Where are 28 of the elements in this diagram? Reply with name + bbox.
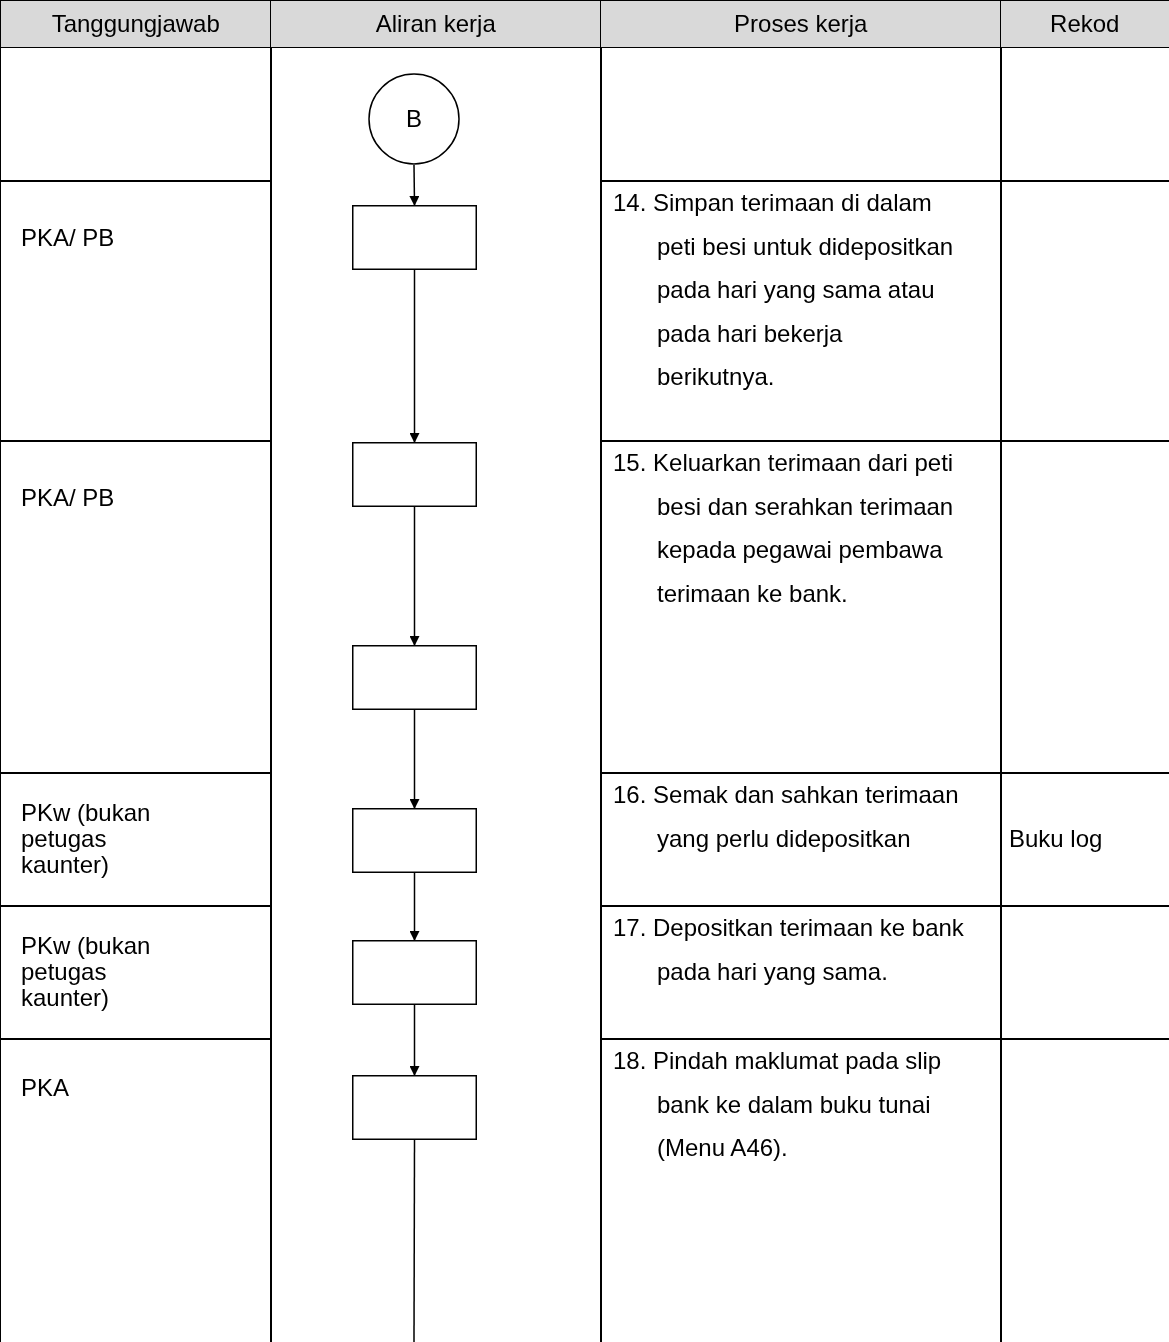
connector-circle: B xyxy=(368,73,460,165)
process-step-text: 18. Pindah maklumat pada slip bank ke dalam buku tunai (Menu A46). xyxy=(600,1038,1002,1342)
process-step-text: 14. Simpan terimaan di dalam peti besi untuk didepositkan pada hari yang sama atau pada hari bekerja berikutnya. xyxy=(600,180,1002,442)
arrow xyxy=(409,269,420,443)
arrow xyxy=(409,872,420,941)
process-box xyxy=(352,808,477,873)
column-header: Aliran kerja xyxy=(270,0,602,48)
responsibility-text: PKA xyxy=(0,1038,272,1342)
process-box xyxy=(352,442,477,507)
column-header: Tanggungjawab xyxy=(0,0,272,48)
arrow xyxy=(409,1004,420,1076)
responsibility-text: PKw (bukan petugas kaunter) xyxy=(0,772,272,907)
arrow xyxy=(409,164,420,206)
process-step-text: 17. Depositkan terimaan ke bank pada hari yang sama. xyxy=(600,905,1002,1040)
process-box xyxy=(352,645,477,710)
arrow xyxy=(409,709,420,809)
process-step-text: 16. Semak dan sahkan terimaan yang perlu didepositkan xyxy=(600,772,1002,907)
responsibility-text: PKw (bukan petugas kaunter) xyxy=(0,905,272,1040)
record-text: Buku log xyxy=(1000,772,1169,907)
process-box xyxy=(352,205,477,270)
process-box xyxy=(352,940,477,1005)
responsibility-text: PKA/ PB xyxy=(0,180,272,442)
process-box xyxy=(352,1075,477,1140)
arrow xyxy=(409,506,420,646)
column-header: Rekod xyxy=(1000,0,1169,48)
responsibility-text: PKA/ PB xyxy=(0,440,272,774)
process-step-text: 15. Keluarkan terimaan dari peti besi dan serahkan terimaan kepada pegawai pembawa terimaan ke bank. xyxy=(600,440,1002,774)
column-header: Proses kerja xyxy=(600,0,1002,48)
